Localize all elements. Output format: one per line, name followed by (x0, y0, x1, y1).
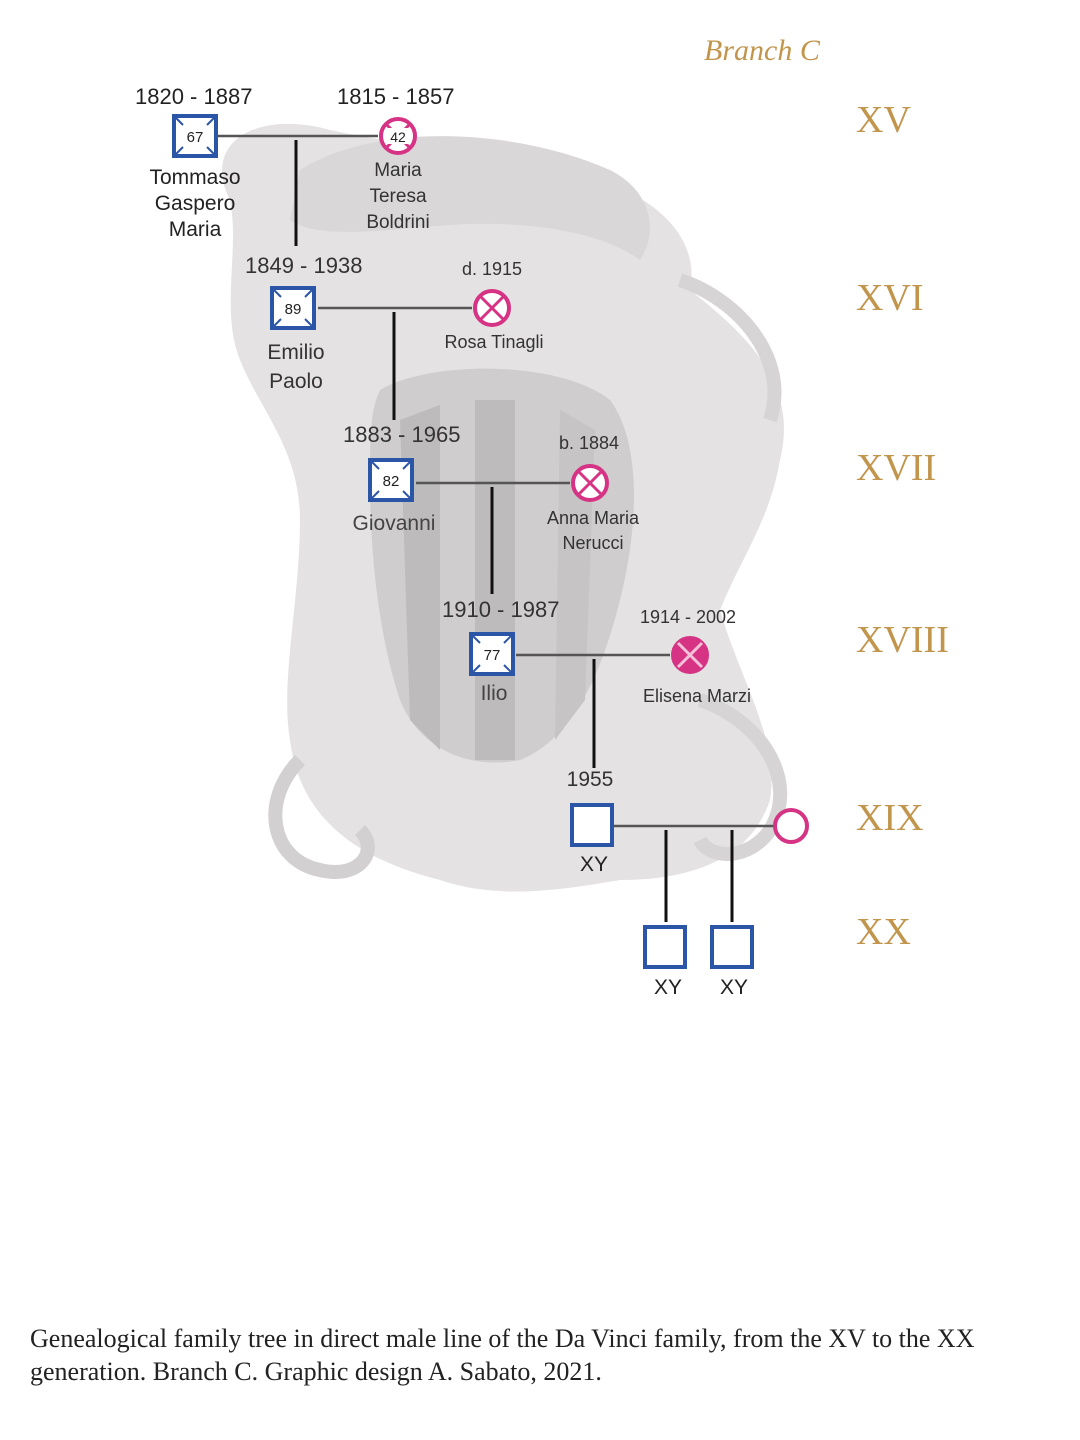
male-symbol-gen19 (570, 803, 614, 847)
descent-lines (294, 140, 734, 922)
female-symbol-maria-teresa: 42 (379, 117, 417, 155)
person-name: Anna Maria Nerucci (547, 506, 639, 556)
name-line: Nerucci (562, 533, 624, 553)
genotype-label: XY (653, 976, 683, 999)
person-dates: 1820 - 1887 (135, 84, 253, 109)
name-line: Teresa (369, 186, 427, 207)
person-name: Rosa Tinagli (444, 332, 544, 352)
name-line: Tommaso (149, 166, 241, 189)
genotype-label: XY (719, 976, 749, 999)
male-symbol-son2 (710, 925, 754, 969)
male-symbol-ilio: 77 (469, 632, 515, 676)
age-label: 67 (187, 129, 204, 146)
person-dates: 1883 - 1965 (343, 422, 461, 447)
person-name: Elisena Marzi (642, 686, 752, 706)
person-dates: b. 1884 (558, 433, 620, 453)
female-symbol-gen19 (773, 808, 809, 844)
generation-label: XV (856, 99, 911, 141)
name-line: Anna Maria (546, 508, 640, 528)
generation-label: XVIII (856, 619, 949, 661)
age-label: 77 (484, 647, 501, 664)
male-symbol-emilio: 89 (270, 286, 316, 330)
person-name: Emilio Paolo (267, 338, 324, 396)
figure-caption: Genealogical family tree in direct male … (30, 1324, 975, 1386)
name-line: Emilio (267, 341, 325, 364)
male-symbol-son1 (643, 925, 687, 969)
age-label: 42 (390, 129, 406, 145)
generation-label: XX (856, 911, 911, 953)
person-name: Maria Teresa Boldrini (366, 158, 429, 236)
genotype-label: XY (579, 853, 609, 876)
connector-lines (218, 134, 774, 828)
person-dates: 1815 - 1857 (337, 84, 455, 109)
person-dates: 1910 - 1987 (442, 597, 560, 622)
female-symbol-elisena (671, 636, 709, 674)
female-symbol-rosa (473, 289, 511, 327)
name-line: Boldrini (366, 212, 430, 233)
name-line: Paolo (269, 370, 323, 393)
female-symbol-anna-maria (571, 464, 609, 502)
person-name: Giovanni (352, 512, 436, 535)
person-name: Ilio (480, 682, 508, 705)
person-name: Tommaso Gaspero Maria (149, 165, 240, 243)
crest-background (222, 123, 788, 892)
person-dates: 1955 (566, 768, 614, 791)
name-line: Gaspero (154, 192, 236, 215)
male-symbol-tommaso: 67 (172, 114, 218, 158)
age-label: 82 (383, 473, 400, 490)
age-label: 89 (285, 301, 302, 318)
person-dates: d. 1915 (461, 259, 523, 279)
person-dates: 1914 - 2002 (639, 607, 737, 627)
male-symbol-giovanni: 82 (368, 458, 414, 502)
branch-title: Branch C (704, 34, 820, 67)
generation-label: XIX (856, 797, 924, 839)
name-line: Maria (168, 218, 222, 241)
generation-label: XVII (856, 447, 937, 489)
person-dates: 1849 - 1938 (245, 253, 363, 278)
generation-label: XVI (856, 277, 924, 319)
name-line: Maria (374, 160, 422, 181)
